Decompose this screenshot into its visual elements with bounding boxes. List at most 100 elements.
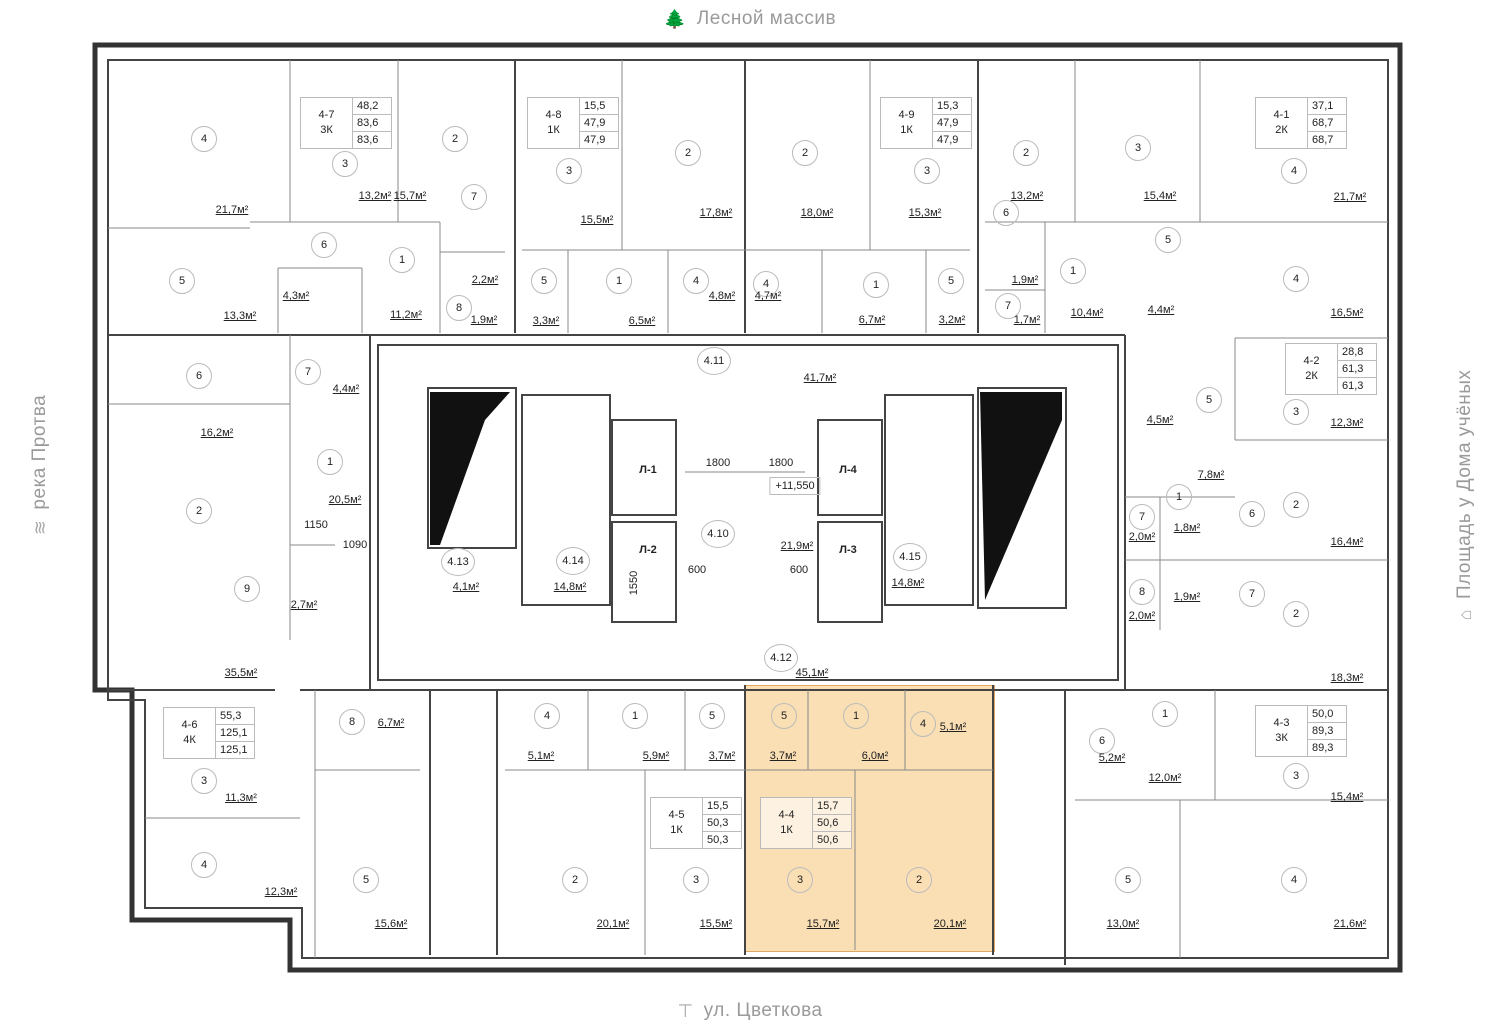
room-number-marker[interactable]: 1 <box>1152 701 1178 727</box>
total-area-with-balcony: 47,9 <box>584 134 606 146</box>
room-number-marker[interactable]: 1 <box>317 449 343 475</box>
room-number-marker[interactable]: 3 <box>787 867 813 893</box>
room-number-marker[interactable]: 7 <box>1129 504 1155 530</box>
room-number-marker[interactable]: 8 <box>446 295 472 321</box>
room-number-marker[interactable]: 3 <box>914 158 940 184</box>
room-number-marker[interactable]: 5 <box>353 867 379 893</box>
elevator-label: Л-4 <box>839 464 857 476</box>
south-label-text: ул. Цветкова <box>703 1000 823 1021</box>
room-number-marker[interactable]: 1 <box>1166 484 1192 510</box>
room-number-marker[interactable]: 1 <box>1060 258 1086 284</box>
room-number-marker[interactable]: 1 <box>389 247 415 273</box>
room-number-marker[interactable]: 3 <box>556 158 582 184</box>
room-number-marker[interactable]: 4 <box>191 852 217 878</box>
room-number-marker[interactable]: 7 <box>1239 581 1265 607</box>
common-room-marker[interactable]: 4.14 <box>556 547 590 575</box>
room-number-marker[interactable]: 5 <box>1155 227 1181 253</box>
room-number-marker[interactable]: 3 <box>191 768 217 794</box>
dimension-label: 1150 <box>304 519 328 531</box>
room-number-marker[interactable]: 6 <box>1239 501 1265 527</box>
room-number-marker[interactable]: 6 <box>1089 728 1115 754</box>
room-number-marker[interactable]: 4 <box>910 711 936 737</box>
total-area-with-balcony: 83,6 <box>357 134 379 146</box>
room-number-marker[interactable]: 6 <box>311 232 337 258</box>
room-area-label: 16,2м² <box>200 427 234 439</box>
apartment-number: 4-7 <box>318 109 335 121</box>
common-room-marker[interactable]: 4.15 <box>893 543 927 571</box>
apartment-number: 4-9 <box>898 109 915 121</box>
room-number-marker[interactable]: 5 <box>169 268 195 294</box>
room-number-marker[interactable]: 6 <box>993 200 1019 226</box>
common-area-label: 41,7м² <box>803 372 837 384</box>
room-area-label: 20,1м² <box>933 918 967 930</box>
common-room-marker[interactable]: 4.12 <box>764 644 798 672</box>
room-area-label: 5,1м² <box>527 750 555 762</box>
apartment-number: 4-6 <box>181 719 198 731</box>
east-label-text: Площадь у Дома учёных <box>1454 369 1475 600</box>
room-number-marker[interactable]: 5 <box>771 703 797 729</box>
room-number-marker[interactable]: 1 <box>863 272 889 298</box>
room-number-marker[interactable]: 2 <box>186 498 212 524</box>
room-number-marker[interactable]: 2 <box>792 140 818 166</box>
common-room-marker[interactable]: 4.10 <box>701 520 735 548</box>
room-number-marker[interactable]: 2 <box>1013 140 1039 166</box>
room-number-marker[interactable]: 4 <box>753 271 779 297</box>
common-room-marker[interactable]: 4.13 <box>441 548 475 576</box>
room-number-marker[interactable]: 1 <box>843 703 869 729</box>
room-number-marker[interactable]: 4 <box>1281 158 1307 184</box>
room-number-marker[interactable]: 1 <box>622 703 648 729</box>
room-number-marker[interactable]: 5 <box>938 268 964 294</box>
room-number-marker[interactable]: 2 <box>675 140 701 166</box>
room-number-marker[interactable]: 4 <box>534 703 560 729</box>
total-area-with-balcony: 89,3 <box>1312 742 1334 754</box>
room-area-label: 4,4м² <box>332 383 360 395</box>
room-number-marker[interactable]: 1 <box>606 268 632 294</box>
room-number-marker[interactable]: 2 <box>442 126 468 152</box>
room-number-marker[interactable]: 3 <box>1283 763 1309 789</box>
total-area: 68,7 <box>1308 115 1346 132</box>
north-label-text: Лесной массив <box>696 8 837 29</box>
room-number-marker[interactable]: 5 <box>1196 387 1222 413</box>
room-number-marker[interactable]: 9 <box>234 576 260 602</box>
apartment-number: 4-2 <box>1303 355 1320 367</box>
room-number-marker[interactable]: 8 <box>339 709 365 735</box>
room-number-marker[interactable]: 3 <box>683 867 709 893</box>
room-number-marker[interactable]: 4 <box>683 268 709 294</box>
room-area-label: 6,0м² <box>861 750 889 762</box>
room-number-marker[interactable]: 7 <box>295 359 321 385</box>
common-room-marker[interactable]: 4.11 <box>697 347 731 375</box>
living-area: 50,0 <box>1308 706 1346 723</box>
room-number-marker[interactable]: 5 <box>699 703 725 729</box>
living-area: 15,5 <box>703 798 741 815</box>
room-number-marker[interactable]: 3 <box>1125 135 1151 161</box>
room-number-marker[interactable]: 5 <box>1115 867 1141 893</box>
room-number-marker[interactable]: 3 <box>332 151 358 177</box>
room-number-marker[interactable]: 2 <box>906 867 932 893</box>
total-area: 47,9 <box>933 115 971 132</box>
room-number-marker[interactable]: 7 <box>995 293 1021 319</box>
room-number-marker[interactable]: 8 <box>1129 579 1155 605</box>
room-number-marker[interactable]: 4 <box>1283 266 1309 292</box>
room-number-marker[interactable]: 3 <box>1283 399 1309 425</box>
room-number-marker[interactable]: 5 <box>531 268 557 294</box>
room-number-marker[interactable]: 4 <box>191 126 217 152</box>
room-number-marker[interactable]: 7 <box>461 184 487 210</box>
room-area-label: 21,6м² <box>1333 918 1367 930</box>
room-area-label: 16,5м² <box>1330 307 1364 319</box>
room-number-marker[interactable]: 2 <box>1283 601 1309 627</box>
room-number-marker[interactable]: 2 <box>562 867 588 893</box>
room-area-label: 2,0м² <box>1128 531 1156 543</box>
room-number-marker[interactable]: 2 <box>1283 492 1309 518</box>
room-number-marker[interactable]: 4 <box>1281 867 1307 893</box>
room-number-marker[interactable]: 6 <box>186 363 212 389</box>
